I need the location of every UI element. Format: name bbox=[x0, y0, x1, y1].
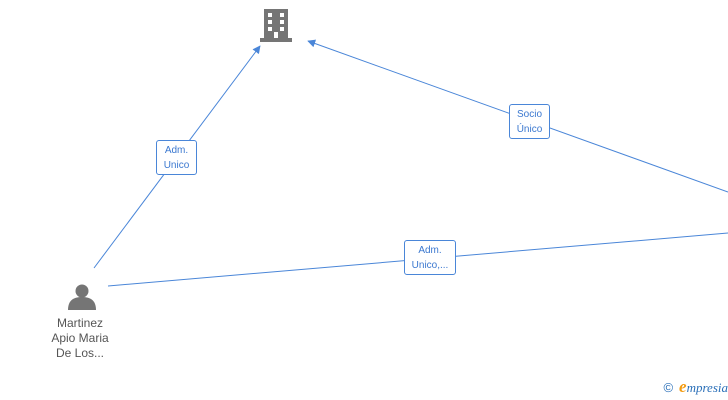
edge-label-line: Unico,... bbox=[411, 260, 449, 271]
edge-label-line: Unico bbox=[163, 160, 190, 171]
person-name-line: Apio Maria bbox=[51, 331, 109, 345]
person-name-line: De Los... bbox=[55, 346, 105, 360]
edge-label-line: Único bbox=[516, 124, 543, 135]
edge-label-adm-unico[interactable]: Adm. Unico bbox=[156, 140, 197, 175]
person-node-label[interactable]: Martinez Apio Maria De Los... bbox=[40, 316, 120, 361]
empresia-watermark: © empresia bbox=[663, 377, 728, 397]
person-name-line: Martinez bbox=[56, 316, 103, 330]
edge-label-adm-unico-more[interactable]: Adm. Unico,... bbox=[404, 240, 456, 275]
edge-label-line: Adm. bbox=[164, 145, 189, 156]
building-icon[interactable] bbox=[260, 9, 292, 42]
edge-label-line: Socio bbox=[516, 109, 542, 120]
copyright-symbol: © bbox=[663, 380, 674, 395]
person-icon[interactable] bbox=[68, 284, 96, 311]
edge-label-line: Adm. bbox=[418, 245, 442, 256]
brand-initial: e bbox=[679, 377, 687, 396]
edge-label-socio-unico[interactable]: Socio Único bbox=[509, 104, 550, 139]
brand-name: mpresia bbox=[686, 380, 728, 395]
